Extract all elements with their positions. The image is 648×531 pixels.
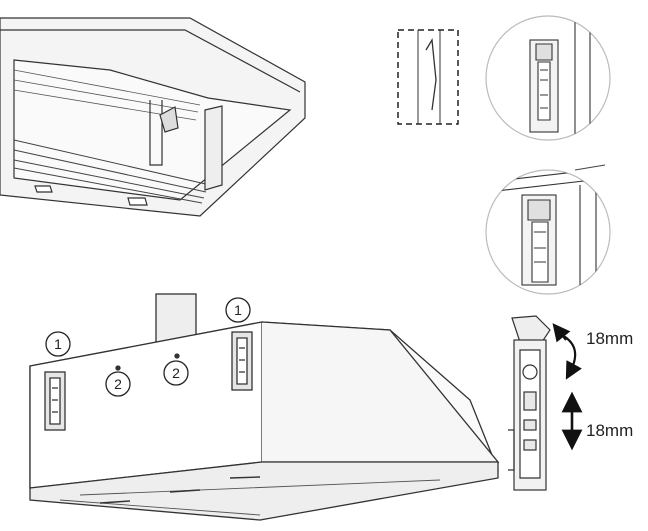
height-adjust-label: 18mm [586,421,633,440]
callout-1-right: 1 [225,297,251,323]
bracket-zoom-circle-1 [485,15,611,141]
svg-text:1: 1 [54,336,62,352]
depth-adjust-label: 18mm [586,329,633,348]
callout-1-left: 1 [45,331,71,357]
hood-underside-view [0,17,306,217]
bracket-zoom-circle-2 [485,164,611,295]
svg-text:2: 2 [172,365,180,381]
callout-2-left: 2 [105,371,131,397]
svg-text:2: 2 [114,376,122,392]
depth-adjust-arrow [552,323,582,380]
svg-text:1: 1 [234,302,242,318]
callout-2-right: 2 [163,360,189,386]
bracket-detail-inset [397,29,459,125]
hood-body [29,293,500,521]
adjustable-bracket [508,315,551,491]
